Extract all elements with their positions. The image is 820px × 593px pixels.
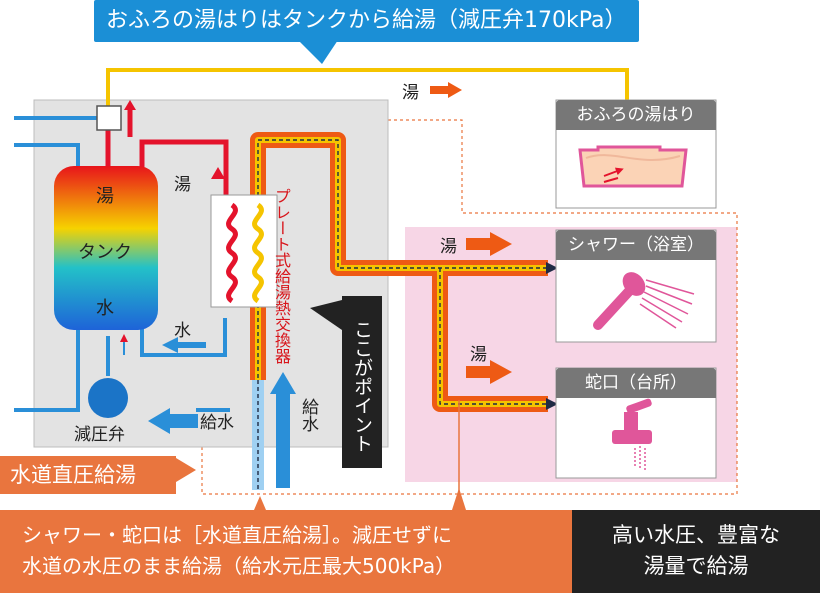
water-return-shaft <box>176 342 206 348</box>
faucet-fixture-title: 蛇口（台所） <box>556 368 716 398</box>
benefit-note-line1: 高い水圧、豊富な <box>612 523 780 547</box>
bath-fill-callout: おふろの湯はりはタンクから給湯（減圧弁170kPa） <box>94 0 639 42</box>
exchanger-heated-coil <box>252 202 264 304</box>
tank-label-name: タンク <box>78 242 132 263</box>
label-hot-faucet: 湯 <box>470 345 487 365</box>
bath-fixture-title: おふろの湯はり <box>556 100 716 130</box>
hot-water-tank <box>54 166 158 330</box>
system-label-pointer <box>176 458 196 482</box>
benefit-note-line2: 湯量で給湯 <box>643 554 749 578</box>
supply-left-shaft <box>168 414 198 428</box>
orange-flow-arrows <box>430 82 512 384</box>
direct-pressure-note-line1: シャワー・蛇口は［水道直圧給湯］。減圧せずに <box>22 523 452 547</box>
faucet-icon <box>612 398 652 470</box>
hot-into-exchanger-arrow <box>211 167 225 179</box>
hot-water-pipes <box>105 108 229 195</box>
cold-water-pipes <box>14 116 230 412</box>
label-hot-tank-out: 湯 <box>174 175 191 195</box>
exchanger-hot-coil <box>226 202 238 304</box>
faucet-flow-arrowhead <box>546 398 558 410</box>
point-tag-pointer <box>310 300 342 330</box>
direct-pressure-note-line2: 水道の水圧のまま給湯（給水元圧最大500kPa） <box>22 554 456 578</box>
bath-fill-pipe <box>106 68 629 112</box>
benefit-note: 高い水圧、豊富な 湯量で給湯 <box>572 510 820 593</box>
heat-exchanger-label: プレート式給湯熱交換器 <box>272 188 291 364</box>
label-water-supply-left: 給水 <box>200 413 234 433</box>
label-water-supply-up: 給水 <box>298 398 318 432</box>
supply-left-arrowhead <box>148 408 170 434</box>
tank-valve-box <box>96 105 122 131</box>
direct-pressure-label: 水道直圧給湯 <box>0 456 176 494</box>
label-hot-top: 湯 <box>402 83 419 103</box>
direct-pressure-boundary <box>201 119 738 495</box>
bottom-note-pointer-left <box>254 496 266 510</box>
direct-pressure-note: シャワー・蛇口は［水道直圧給湯］。減圧せずに 水道の水圧のまま給湯（給水元圧最大… <box>0 510 572 593</box>
water-return-arrowhead <box>162 337 178 353</box>
callout-pointer <box>298 40 338 64</box>
tank-label-hot: 湯 <box>96 186 114 207</box>
supply-up-arrowhead <box>270 372 296 394</box>
direct-flow-branch-dashline <box>439 268 548 405</box>
shower-icon <box>593 272 695 330</box>
tank-label-water: 水 <box>96 298 114 319</box>
label-pressure-valve: 減圧弁 <box>74 425 125 445</box>
heat-exchanger-panel <box>210 194 278 308</box>
supply-up-shaft <box>276 392 290 488</box>
hot-out-arrow <box>124 100 136 110</box>
bathtub-icon <box>578 145 688 188</box>
point-tag: ここがポイント <box>342 296 382 468</box>
supply-pipe-down <box>252 380 264 490</box>
label-water-return: 水 <box>174 321 191 341</box>
shower-flow-arrowhead <box>546 262 558 274</box>
pressure-reducing-valve <box>88 378 128 418</box>
shower-fixture-title: シャワー（浴室） <box>556 230 716 260</box>
label-hot-shower: 湯 <box>440 237 457 257</box>
